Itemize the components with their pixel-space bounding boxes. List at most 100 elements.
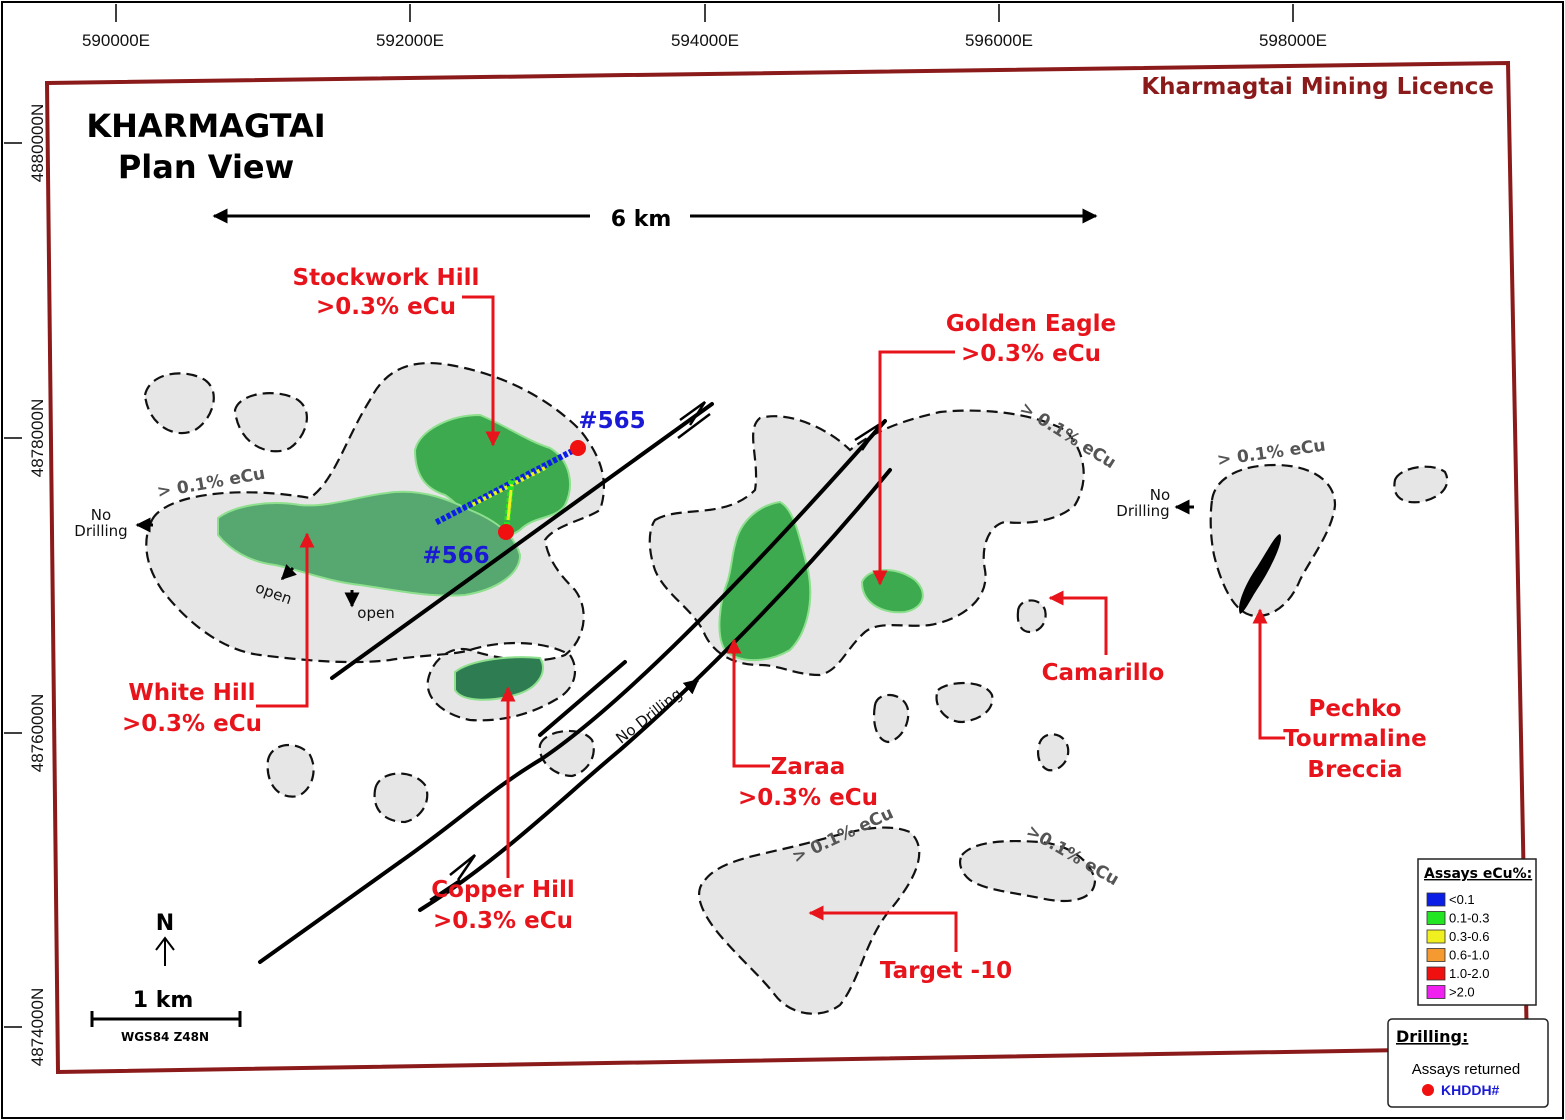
drill-collar-565 [570, 440, 586, 456]
callout-stockwork-hill [462, 295, 501, 447]
callout-camarillo [1048, 590, 1108, 655]
fault-line [398, 419, 887, 864]
map-title: KHARMAGTAI [86, 107, 325, 145]
faults [258, 400, 892, 964]
easting-tick-label: 598000E [1259, 31, 1327, 50]
fault-line [418, 468, 892, 912]
anomaly-mid-small-2 [935, 681, 994, 724]
north-label: N [156, 911, 174, 936]
assay-legend-label: 1.0-2.0 [1449, 966, 1489, 981]
callout-golden-eagle [872, 350, 955, 586]
anomaly-mid-small-3 [1037, 733, 1070, 772]
anomaly-south-small [266, 744, 315, 798]
zone-stockwork-hill [413, 413, 571, 540]
easting-axis: 590000E 592000E 594000E 596000E 598000E [82, 4, 1327, 50]
scale-label: 1 km [133, 988, 194, 1013]
datum-label: WGS84 Z48N [121, 1030, 209, 1044]
assay-legend-swatch [1426, 929, 1446, 944]
no-drilling-west: No [91, 506, 111, 524]
fault-sense-arrow [449, 854, 477, 881]
assay-legend-label: <0.1 [1449, 892, 1475, 907]
northing-tick-label: 4874000N [28, 988, 47, 1066]
north-arrow: N [155, 911, 175, 966]
pechko-breccia-body [1239, 534, 1281, 614]
anomaly-west-small-2 [233, 392, 308, 453]
fault-line [330, 402, 714, 680]
assays-legend: Assays eCu%: <0.1 0.1-0.3 0.3-0.6 0.6-1.0 1.… [1417, 858, 1537, 1006]
target-pechko: Pechko [1309, 696, 1402, 722]
scale-bar: 1 km WGS84 Z48N [90, 988, 242, 1044]
assays-legend-title: Assays eCu%: [1424, 866, 1532, 882]
target-callouts: Stockwork Hill >0.3% eCu Golden Eagle >0… [122, 265, 1427, 984]
assay-legend-label: 0.6-1.0 [1449, 948, 1489, 963]
no-drilling-east-2: Drilling [1116, 502, 1169, 520]
callout-white-hill [256, 532, 315, 708]
anomaly-south-small-3 [538, 729, 595, 778]
target-stockwork-hill: Stockwork Hill [293, 265, 480, 291]
target-copper-hill: Copper Hill [431, 877, 574, 903]
assay-legend-label: 0.1-0.3 [1449, 911, 1489, 926]
no-drilling-fault-arrow [682, 678, 700, 695]
hole-label-565: #565 [578, 408, 645, 434]
fault-line [258, 860, 402, 964]
assay-legend-swatch [1426, 911, 1446, 925]
drilling-legend-item: Assays returned [1412, 1061, 1520, 1078]
assay-legend-swatch [1426, 985, 1446, 999]
drilling-legend-code: KHDDH# [1441, 1082, 1500, 1098]
target-golden-eagle-grade: >0.3% eCu [961, 341, 1101, 367]
easting-tick-label: 592000E [376, 31, 444, 50]
target-pechko-3: Breccia [1307, 757, 1402, 783]
target-zaraa-grade: >0.3% eCu [738, 785, 878, 811]
open-label-2: open [357, 604, 394, 622]
target-pechko-2: Tourmaline [1283, 726, 1426, 752]
target-10: Target -10 [880, 958, 1012, 984]
target-golden-eagle: Golden Eagle [946, 311, 1116, 337]
easting-tick-label: 590000E [82, 31, 150, 50]
drilling-legend: Drilling: Assays returned KHDDH# [1387, 1018, 1549, 1108]
easting-tick-label: 594000E [671, 31, 739, 50]
target-copper-hill-grade: >0.3% eCu [433, 908, 573, 934]
easting-tick-label: 596000E [965, 31, 1033, 50]
anomaly-west-small [143, 372, 215, 435]
target-white-hill: White Hill [128, 680, 255, 706]
map-subtitle: Plan View [118, 148, 294, 186]
northing-axis: 4880000N 4878000N 4876000N 4874000N [4, 104, 47, 1066]
anomaly-east-small [1393, 465, 1449, 504]
zone-zaraa [718, 500, 812, 662]
northing-tick-label: 4878000N [28, 399, 47, 477]
drill-collar-566 [498, 524, 514, 540]
assay-legend-label: >2.0 [1449, 985, 1475, 1000]
callout-pechko [1252, 608, 1285, 740]
anomaly-pechko [1209, 463, 1337, 618]
target-zaraa: Zaraa [771, 754, 846, 780]
anomaly-camarillo [1016, 599, 1047, 634]
fault-sense-arrow [429, 878, 461, 902]
anomaly-southeast [959, 839, 1097, 902]
zone-copper-hill [454, 656, 544, 701]
distance-label: 6 km [611, 207, 672, 232]
north-arrowhead-icon [155, 936, 175, 951]
anomaly-mid-small [872, 694, 910, 744]
anomaly-target-10 [698, 826, 921, 1015]
fault-sense-arrow [679, 400, 707, 426]
northing-tick-label: 4876000N [28, 694, 47, 772]
drilling-legend-collar-icon [1422, 1084, 1434, 1096]
assay-legend-swatch [1426, 892, 1446, 907]
assay-legend-label: 0.3-0.6 [1449, 929, 1489, 944]
drilling-legend-title: Drilling: [1396, 1027, 1468, 1046]
anomaly-south-small-2 [373, 772, 429, 824]
drill-trace-566-mid [506, 489, 513, 521]
target-white-hill-grade: >0.3% eCu [122, 711, 262, 737]
fault-sense-arrow [677, 413, 711, 439]
open-arrow [280, 564, 297, 581]
hole-label-566: #566 [422, 543, 489, 569]
callout-target-10 [808, 905, 958, 952]
no-drilling-west-2: Drilling [74, 522, 127, 540]
northing-tick-label: 4880000N [28, 104, 47, 182]
assay-legend-swatch [1426, 966, 1446, 981]
fault-line [538, 660, 627, 737]
licence-label: Kharmagtai Mining Licence [1141, 74, 1494, 100]
target-camarillo: Camarillo [1042, 660, 1165, 686]
callout-zaraa [726, 638, 770, 768]
